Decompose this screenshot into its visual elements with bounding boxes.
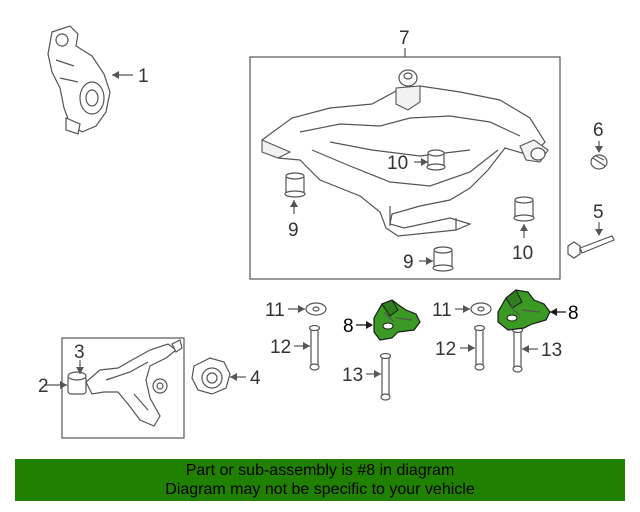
arrow-4 (230, 373, 237, 381)
callout-11-left[interactable]: 11 (265, 300, 285, 321)
bushing-part-9-bottom (432, 246, 454, 272)
control-arm (85, 339, 183, 427)
callout-5[interactable]: 5 (593, 202, 604, 223)
bolt-part-12-left (308, 324, 321, 371)
callout-11-right[interactable]: 11 (432, 300, 452, 321)
arrow-10-right (520, 224, 528, 231)
callout-12-left[interactable]: 12 (270, 337, 291, 358)
callout-13-left[interactable]: 13 (342, 365, 363, 386)
callout-8-right[interactable]: 8 (568, 303, 579, 324)
washer-part-11-right (470, 302, 492, 316)
callout-1[interactable]: 1 (138, 66, 149, 87)
arrow-3 (76, 367, 84, 374)
callout-9-left[interactable]: 9 (288, 220, 299, 241)
nut-part-6 (590, 154, 608, 170)
callout-4[interactable]: 4 (250, 368, 261, 389)
washer-part-11-left (305, 302, 327, 316)
callout-13-right[interactable]: 13 (541, 340, 562, 361)
arrow-12-left (303, 342, 310, 350)
banner-line-2: Diagram may not be specific to your vehi… (165, 481, 475, 498)
callout-8-left[interactable]: 8 (343, 316, 354, 337)
arrow-6 (595, 146, 603, 153)
bushing-part-4 (191, 357, 231, 395)
callout-6[interactable]: 6 (593, 120, 604, 141)
bolt-part-13-right (511, 326, 524, 373)
arrow-11-left (298, 305, 305, 313)
bolt-part-12-right (473, 324, 486, 371)
bushing-part-9-left (284, 172, 306, 198)
arrow-11-right (463, 305, 470, 313)
callout-12-right[interactable]: 12 (435, 339, 456, 360)
banner-line-1: Part or sub-assembly is #8 in diagram (185, 462, 455, 479)
arrow-1 (112, 71, 119, 79)
arrow-8-left (366, 321, 373, 329)
callout-2[interactable]: 2 (38, 376, 49, 397)
callout-10-right[interactable]: 10 (512, 243, 533, 264)
arrow-2 (60, 381, 67, 389)
bushing-part-2 (67, 371, 87, 395)
arrow-9-left (290, 200, 298, 207)
arrow-8-right (550, 308, 557, 316)
arrow-9-bottom (426, 257, 433, 265)
arrow-13-right (522, 345, 529, 353)
bracket-part-8-right[interactable] (497, 289, 551, 331)
arrow-13-left (374, 370, 381, 378)
callout-10-center[interactable]: 10 (387, 153, 408, 174)
bushing-part-10-center (426, 149, 446, 171)
subframe-crossmember (261, 69, 549, 237)
callout-3[interactable]: 3 (74, 342, 85, 363)
bushing-part-10-right (513, 196, 535, 222)
bracket-part-8-left[interactable] (373, 299, 421, 341)
arrow-10-center (421, 158, 428, 166)
knuckle-part-1 (47, 25, 111, 135)
info-banner: Part or sub-assembly is #8 in diagram Di… (15, 459, 625, 501)
bolt-part-13-left (379, 352, 392, 401)
arrow-5 (595, 229, 603, 236)
callout-7[interactable]: 7 (399, 28, 410, 49)
callout-9-bottom[interactable]: 9 (403, 252, 414, 273)
control-arm-group-box (61, 337, 185, 439)
bolt-part-5 (567, 235, 615, 259)
arrow-12-right (468, 344, 475, 352)
